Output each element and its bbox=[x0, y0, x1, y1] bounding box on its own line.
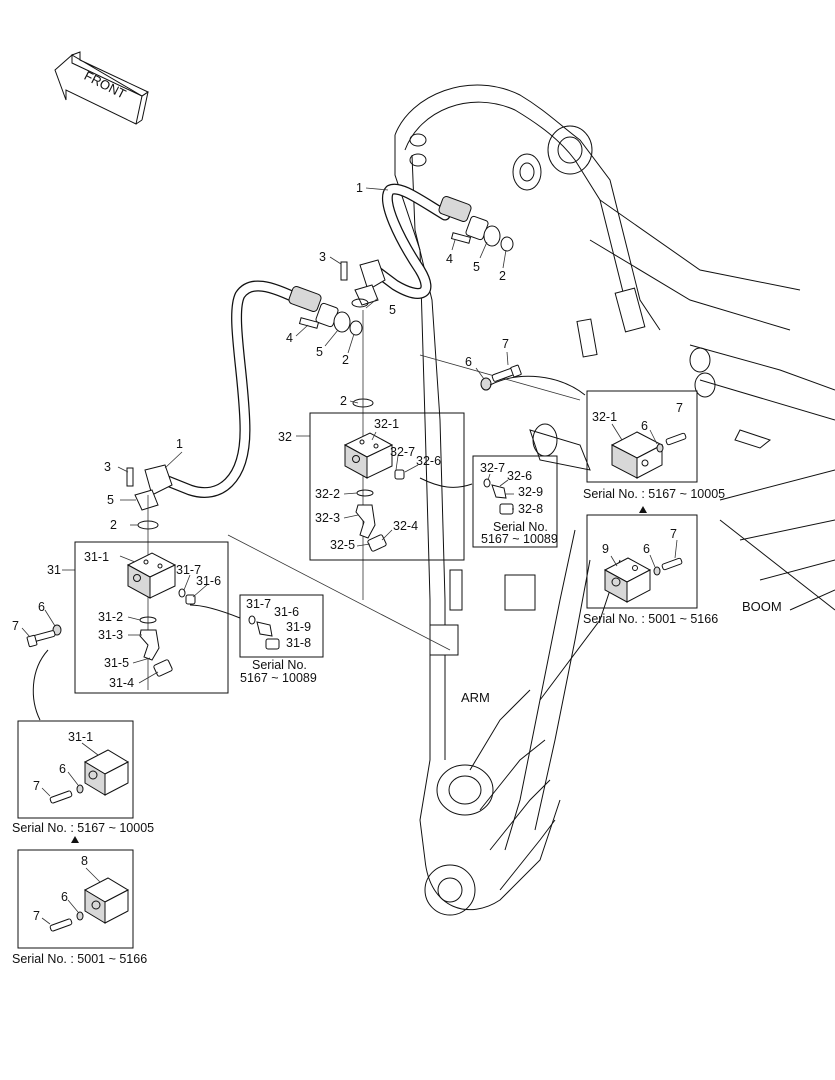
right-top-serial: Serial No. : 5167 ~ 10005 bbox=[583, 487, 725, 501]
right-bottom-label-ring: 6 bbox=[643, 542, 650, 556]
left-bottom-label-ring: 6 bbox=[61, 890, 68, 904]
detail32-serial-line2: 5167 ~ 10089 bbox=[481, 532, 558, 546]
callout-ring-6-upper: 6 bbox=[465, 355, 472, 369]
valve-block-left-bottom bbox=[49, 877, 130, 932]
arm-structure bbox=[394, 84, 835, 916]
callout-31-5: 31-5 bbox=[104, 656, 129, 670]
left-top-label-block: 31-1 bbox=[68, 730, 93, 744]
detail31-serial-line1: Serial No. bbox=[252, 658, 307, 672]
assembly-31-frame bbox=[74, 541, 229, 694]
callout-31-7: 31-7 bbox=[176, 563, 201, 577]
valve-block-left-top bbox=[49, 749, 130, 804]
callout-clamp-5-mid: 5 bbox=[389, 303, 396, 317]
callout-32-6: 32-6 bbox=[416, 454, 441, 468]
callout-32-5: 32-5 bbox=[330, 538, 355, 552]
callout-31-4: 31-4 bbox=[109, 676, 134, 690]
left-top-label-ring: 6 bbox=[59, 762, 66, 776]
right-bottom-label-block: 9 bbox=[602, 542, 609, 556]
valve-block-right-top bbox=[610, 431, 687, 479]
detail32-serial-line1: Serial No. bbox=[493, 520, 548, 534]
callout-ring-2-block32: 2 bbox=[340, 394, 347, 408]
right-top-label-block: 32-1 bbox=[592, 410, 617, 424]
detail-box-left-bottom bbox=[17, 849, 134, 949]
detail32-label-d: 32-8 bbox=[518, 502, 543, 516]
callout-ring-2-upper: 2 bbox=[499, 269, 506, 283]
detail-box-31-serial bbox=[239, 594, 324, 658]
detail-box-right-bottom bbox=[586, 514, 698, 609]
callout-32-7: 32-7 bbox=[390, 445, 415, 459]
callout-assembly-31: 31 bbox=[47, 563, 61, 577]
callout-ring-2-lower: 2 bbox=[110, 518, 117, 532]
callout-32-4: 32-4 bbox=[393, 519, 418, 533]
hose-assembly-lower bbox=[159, 280, 306, 498]
callout-assembly-32: 32 bbox=[278, 430, 292, 444]
callout-hose-1-lower: 1 bbox=[176, 437, 183, 451]
callout-ring-2-mid: 2 bbox=[342, 353, 349, 367]
detail32-label-c: 32-9 bbox=[518, 485, 543, 499]
callout-31-1: 31-1 bbox=[84, 550, 109, 564]
callout-bolt-4-mid: 4 bbox=[286, 331, 293, 345]
callout-ring-6-left: 6 bbox=[38, 600, 45, 614]
callout-clamp-5-low: 5 bbox=[316, 345, 323, 359]
detail31-label-d: 31-8 bbox=[286, 636, 311, 650]
right-top-label-ring: 6 bbox=[641, 419, 648, 433]
callout-hose-1-upper: 1 bbox=[356, 181, 363, 195]
callout-31-3: 31-3 bbox=[98, 628, 123, 642]
fitting-detail-32 bbox=[483, 473, 514, 515]
callout-32-2: 32-2 bbox=[315, 487, 340, 501]
detail31-label-b: 31-6 bbox=[274, 605, 299, 619]
arm-label: ARM bbox=[461, 690, 490, 705]
valve-block-32-1 bbox=[343, 432, 405, 552]
arrow-up-icon bbox=[639, 506, 647, 513]
detail31-label-a: 31-7 bbox=[246, 597, 271, 611]
detail31-label-c: 31-9 bbox=[286, 620, 311, 634]
callout-bolt-7-upper: 7 bbox=[502, 337, 509, 351]
valve-block-31-1 bbox=[126, 552, 196, 677]
detail32-label-a: 32-7 bbox=[480, 461, 505, 475]
right-bottom-serial: Serial No. : 5001 ~ 5166 bbox=[583, 612, 718, 626]
detail-box-right-top bbox=[586, 390, 698, 483]
left-bottom-serial: Serial No. : 5001 ~ 5166 bbox=[12, 952, 147, 966]
callout-bolt-3-upper: 3 bbox=[319, 250, 326, 264]
detail-box-left-top bbox=[17, 720, 134, 819]
fitting-detail-31 bbox=[248, 615, 280, 650]
hose-assembly-upper bbox=[369, 183, 451, 299]
left-bottom-label-block: 8 bbox=[81, 854, 88, 868]
front-arrow-icon bbox=[54, 51, 150, 125]
callout-31-2: 31-2 bbox=[98, 610, 123, 624]
callout-clamp-5-upper: 5 bbox=[473, 260, 480, 274]
callout-clamp-5-lower: 5 bbox=[107, 493, 114, 507]
upper-bolt-and-ring bbox=[480, 364, 522, 391]
left-top-label-bolt: 7 bbox=[33, 779, 40, 793]
callout-bolt-7-left: 7 bbox=[12, 619, 19, 633]
detail32-label-b: 32-6 bbox=[507, 469, 532, 483]
right-top-label-bolt: 7 bbox=[676, 401, 683, 415]
right-bottom-label-bolt: 7 bbox=[670, 527, 677, 541]
callout-bolt-4-upper: 4 bbox=[446, 252, 453, 266]
callout-31-6: 31-6 bbox=[196, 574, 221, 588]
detail-box-32-serial bbox=[472, 455, 558, 548]
callout-32-1: 32-1 bbox=[374, 417, 399, 431]
detail31-serial-line2: 5167 ~ 10089 bbox=[240, 671, 317, 685]
arrow-up-icon bbox=[71, 836, 79, 843]
upper-fittings bbox=[126, 196, 514, 530]
left-bottom-label-bolt: 7 bbox=[33, 909, 40, 923]
left-top-serial: Serial No. : 5167 ~ 10005 bbox=[12, 821, 154, 835]
valve-block-right-bottom bbox=[603, 557, 683, 603]
callout-32-3: 32-3 bbox=[315, 511, 340, 525]
boom-label: BOOM bbox=[742, 599, 782, 614]
callout-bolt-3-lower: 3 bbox=[104, 460, 111, 474]
left-bolt-and-ring bbox=[26, 624, 62, 648]
